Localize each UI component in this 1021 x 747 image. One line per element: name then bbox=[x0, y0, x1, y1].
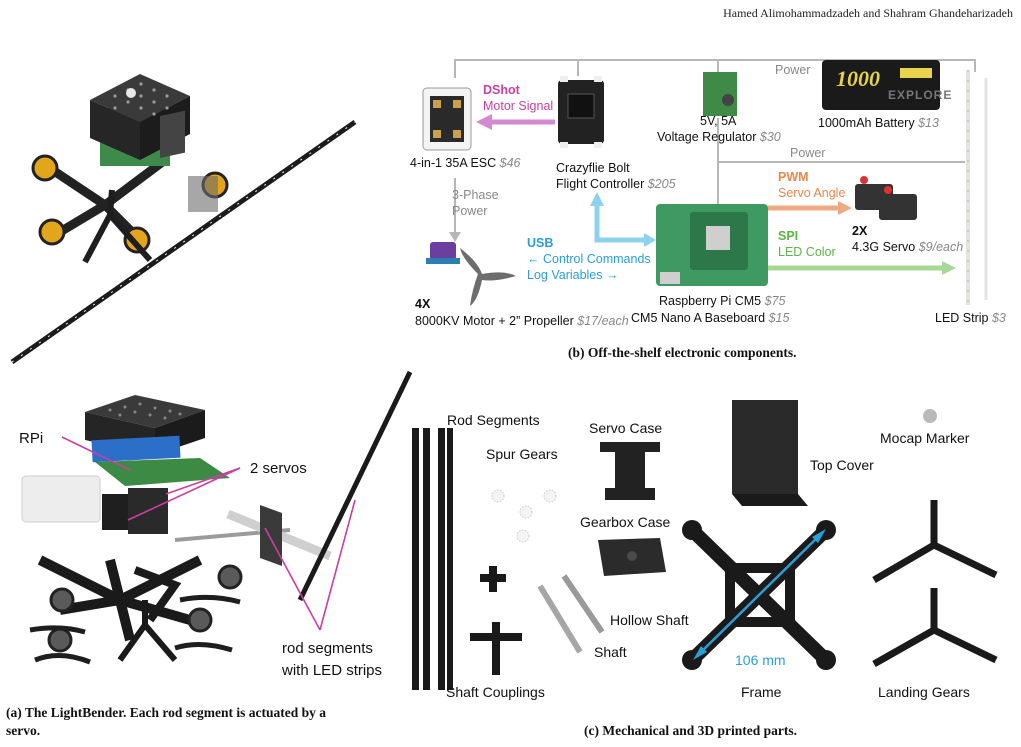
label-servo: 4.3G Servo $9/each bbox=[852, 240, 963, 255]
label-servo-count: 2X bbox=[852, 224, 868, 238]
label-mocap-marker: Mocap Marker bbox=[880, 430, 970, 446]
label-hollow-shaft: Hollow Shaft bbox=[610, 612, 689, 628]
motor-name: 8000KV Motor + 2” Propeller bbox=[415, 314, 574, 328]
label-rpi-cm5: Raspberry Pi CM5 $75 bbox=[659, 294, 785, 309]
led-price: $3 bbox=[991, 311, 1006, 325]
label-dimension: 106 mm bbox=[735, 652, 786, 668]
label-rod-segments-2: with LED strips bbox=[282, 662, 383, 679]
label-led-strip: LED Strip $3 bbox=[935, 311, 1006, 326]
label-rod-segments-1: rod segments bbox=[282, 640, 373, 657]
label-fc-line1: Crazyflie Bolt bbox=[556, 161, 630, 175]
servo-name: 4.3G Servo bbox=[852, 240, 916, 254]
label-esc: 4-in-1 35A ESC $46 bbox=[410, 156, 521, 171]
led-name: LED Strip bbox=[935, 311, 989, 325]
label-power-mid: Power bbox=[790, 146, 826, 160]
label-spi-sub: LED Color bbox=[778, 245, 836, 259]
label-landing-gears: Landing Gears bbox=[878, 684, 970, 700]
label-usb-line2: Log Variables → bbox=[527, 268, 619, 282]
label-regulator-line1: 5V, 5A bbox=[700, 114, 737, 128]
regulator-name: Voltage Regulator bbox=[657, 130, 757, 144]
label-three-phase-1: 3-Phase bbox=[452, 188, 499, 202]
label-dshot-sub: Motor Signal bbox=[483, 99, 554, 113]
label-spur-gears: Spur Gears bbox=[486, 446, 558, 462]
label-fc-line2: Flight Controller $205 bbox=[556, 177, 676, 192]
baseboard-name: CM5 Nano A Baseboard bbox=[631, 311, 766, 325]
fc-price: $205 bbox=[647, 177, 676, 191]
motor-price: $17/each bbox=[577, 314, 629, 328]
label-three-phase-2: Power bbox=[452, 204, 488, 218]
caption-b: (b) Off-the-shelf electronic components. bbox=[568, 345, 797, 360]
label-rod-segments: Rod Segments bbox=[447, 412, 540, 428]
label-shaft: Shaft bbox=[594, 644, 627, 660]
battery-price: $13 bbox=[918, 116, 939, 130]
battery-print-brand: EXPLORE bbox=[888, 88, 953, 102]
fc-name: Flight Controller bbox=[556, 177, 645, 191]
running-header: Hamed Alimohammadzadeh and Shahram Ghand… bbox=[723, 6, 1013, 20]
caption-a-line2: servo. bbox=[6, 723, 41, 738]
regulator-price: $30 bbox=[759, 130, 781, 144]
rpi-name: Raspberry Pi CM5 bbox=[659, 294, 762, 308]
label-pwm-sub: Servo Angle bbox=[778, 186, 846, 200]
esc-price: $46 bbox=[499, 156, 521, 170]
esc-name: 4-in-1 35A ESC bbox=[410, 156, 497, 170]
label-top-cover: Top Cover bbox=[810, 457, 874, 473]
label-2-servos: 2 servos bbox=[250, 460, 307, 477]
label-gearbox-case: Gearbox Case bbox=[580, 514, 671, 530]
label-usb-title: USB bbox=[527, 236, 554, 250]
label-power-top: Power bbox=[775, 63, 811, 77]
battery-print-1000: 1000 bbox=[836, 66, 880, 91]
label-regulator-line2: Voltage Regulator $30 bbox=[657, 130, 781, 145]
label-spi-title: SPI bbox=[778, 229, 799, 243]
baseboard-price: $15 bbox=[768, 311, 790, 325]
label-rpi: RPi bbox=[19, 430, 44, 447]
label-shaft-couplings: Shaft Couplings bbox=[446, 684, 545, 700]
label-servo-case: Servo Case bbox=[589, 420, 663, 436]
rpi-price: $75 bbox=[764, 294, 786, 308]
label-dshot-title: DShot bbox=[483, 83, 520, 97]
label-pwm-title: PWM bbox=[778, 170, 809, 184]
label-usb-line1: ← Control Commands bbox=[527, 252, 651, 266]
label-motor: 8000KV Motor + 2” Propeller $17/each bbox=[415, 314, 629, 329]
label-battery: 1000mAh Battery $13 bbox=[818, 116, 939, 131]
label-baseboard: CM5 Nano A Baseboard $15 bbox=[631, 311, 789, 326]
battery-name: 1000mAh Battery bbox=[818, 116, 915, 130]
label-motor-count: 4X bbox=[415, 297, 431, 311]
caption-c: (c) Mechanical and 3D printed parts. bbox=[584, 723, 797, 738]
label-frame: Frame bbox=[741, 684, 782, 700]
caption-a-line1: (a) The LightBender. Each rod segment is… bbox=[6, 705, 327, 720]
servo-price: $9/each bbox=[918, 240, 964, 254]
